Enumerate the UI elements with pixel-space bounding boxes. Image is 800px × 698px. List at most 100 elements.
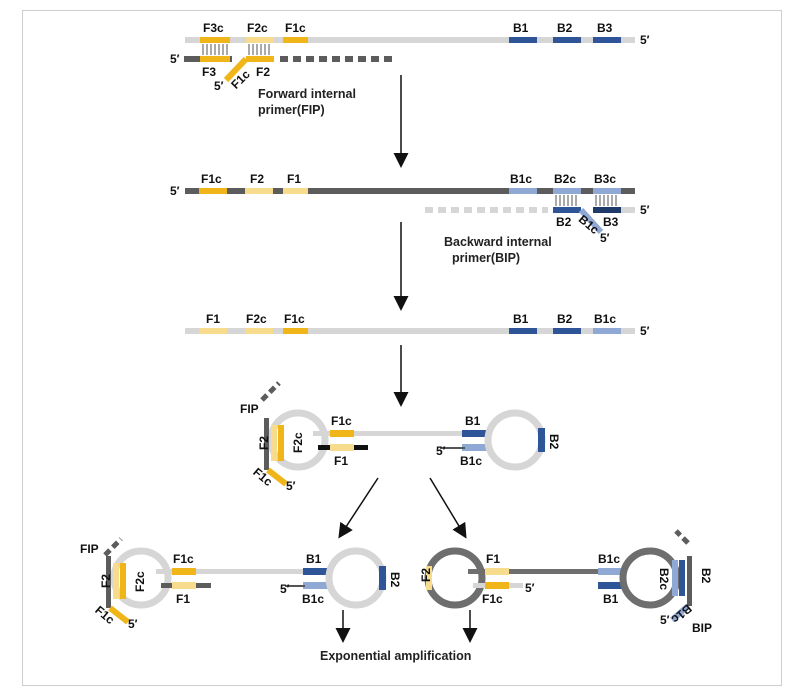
five-prime-mark: 5′ xyxy=(525,581,535,595)
label-fip: FIP xyxy=(240,402,259,416)
f1c-region xyxy=(199,188,227,194)
template-strand-dark xyxy=(185,188,635,194)
label-b2: B2 xyxy=(388,572,402,588)
f3c-region xyxy=(200,37,230,43)
b2-region xyxy=(553,37,581,43)
f1-region xyxy=(485,568,509,575)
label-f1c: F1c xyxy=(201,172,222,186)
label-b2: B2 xyxy=(556,215,572,229)
label-b2: B2 xyxy=(557,21,573,35)
label-f1c: F1c xyxy=(285,21,306,35)
b1-region xyxy=(509,328,537,334)
fip-caption-line1: Forward internal xyxy=(258,87,356,101)
right-loop xyxy=(484,409,546,471)
label-f1c: F1c xyxy=(331,414,352,428)
b2c-region xyxy=(553,188,581,194)
f1c-region xyxy=(172,568,196,575)
label-f1c-tail: F1c xyxy=(250,465,275,489)
step5-left-dumbbell: FIP F2 F2c F1c 5′ F1c F1 B1 B1c 5′ B2 xyxy=(80,537,402,631)
f1c-tail xyxy=(108,605,130,625)
b1-region xyxy=(509,37,537,43)
f1c-region xyxy=(330,430,354,437)
fip-caption-line2: primer(FIP) xyxy=(258,103,325,117)
b2c-region xyxy=(672,560,678,596)
f1c-region xyxy=(485,582,509,589)
b1-region xyxy=(598,582,624,589)
stem-top xyxy=(468,569,618,574)
label-f2: F2 xyxy=(250,172,264,186)
f1c-tail xyxy=(266,467,288,487)
strand-light xyxy=(185,328,635,334)
step2-template: 5′ F1c F2 F1 B1c B2c B3c 5′ B2 B3 B1c 5′… xyxy=(170,172,650,265)
label-f1: F1 xyxy=(206,312,220,326)
label-b3c: B3c xyxy=(594,172,616,186)
label-b1c: B1c xyxy=(510,172,532,186)
five-prime-mark: 5′ xyxy=(280,582,290,596)
bip-caption-line1: Backward internal xyxy=(444,235,552,249)
strand-end xyxy=(440,447,465,449)
b1c-region xyxy=(509,188,537,194)
strand-end xyxy=(285,585,305,587)
b3-primer xyxy=(593,207,621,213)
five-prime-mark: 5′ xyxy=(640,324,650,338)
label-b1: B1 xyxy=(603,592,619,606)
bip-caption-line2: primer(BIP) xyxy=(452,251,520,265)
b2-region xyxy=(679,560,685,596)
label-f1c-tail: F1c xyxy=(92,603,117,627)
label-f2c: F2c xyxy=(246,312,267,326)
stem-top xyxy=(313,431,463,436)
label-f1c: F1c xyxy=(284,312,305,326)
five-prime-mark: 5′ xyxy=(170,52,180,66)
label-f2: F2 xyxy=(257,436,271,450)
step1-template: F3c F2c F1c B1 B2 B3 5′ 5′ F3 F2 F1c 5′ … xyxy=(170,21,650,117)
f1c-region xyxy=(283,37,308,43)
b2-region xyxy=(538,428,545,452)
label-f1: F1 xyxy=(287,172,301,186)
label-f2c: F2c xyxy=(291,432,305,453)
label-f3c: F3c xyxy=(203,21,224,35)
f3-region xyxy=(200,56,230,62)
label-b1: B1 xyxy=(513,312,529,326)
b3-primer-tail xyxy=(621,207,635,213)
label-f2: F2 xyxy=(256,65,270,79)
b1c-region xyxy=(303,582,329,589)
five-prime-mark: 5′ xyxy=(640,33,650,47)
left-loop xyxy=(424,547,486,609)
fip-f2 xyxy=(246,56,274,62)
final-caption: Exponential amplification xyxy=(320,649,471,663)
b2-region xyxy=(553,328,581,334)
f1c-region xyxy=(283,328,308,334)
figure-frame xyxy=(22,10,782,686)
label-b1: B1 xyxy=(513,21,529,35)
five-prime-mark: 5′ xyxy=(170,184,180,198)
b3c-region xyxy=(593,188,621,194)
stem-top xyxy=(156,569,306,574)
bip-b2 xyxy=(553,207,581,213)
f2c-region xyxy=(245,328,273,334)
label-b3: B3 xyxy=(603,215,619,229)
label-b2c: B2c xyxy=(554,172,576,186)
fip-backbone xyxy=(264,418,269,470)
five-prime-mark: 5′ xyxy=(436,444,446,458)
label-b1: B1 xyxy=(306,552,322,566)
five-prime-mark: 5′ xyxy=(660,613,670,627)
label-b1c: B1c xyxy=(460,454,482,468)
fip-backbone xyxy=(106,556,111,608)
label-f2c: F2c xyxy=(247,21,268,35)
label-b1c: B1c xyxy=(598,552,620,566)
five-prime-mark: 5′ xyxy=(214,79,224,93)
label-fip: FIP xyxy=(80,542,99,556)
label-b2: B2 xyxy=(557,312,573,326)
label-b3: B3 xyxy=(597,21,613,35)
b3-region xyxy=(593,37,621,43)
right-loop xyxy=(325,547,387,609)
hybrid-ticks xyxy=(555,195,617,206)
b1c-region xyxy=(593,328,621,334)
label-b1c: B1c xyxy=(594,312,616,326)
step4-dumbbell: FIP F2 F2c F1c 5′ F1c F1 B1 B1c 5′ B2 xyxy=(240,381,561,493)
five-prime-mark: 5′ xyxy=(128,617,138,631)
b1c-region xyxy=(598,568,624,575)
step5-right-dumbbell: F2 F1 F1c 5′ B1c B1 B2c B2 B1c 5′ BIP xyxy=(419,529,713,635)
f2-region xyxy=(245,188,273,194)
